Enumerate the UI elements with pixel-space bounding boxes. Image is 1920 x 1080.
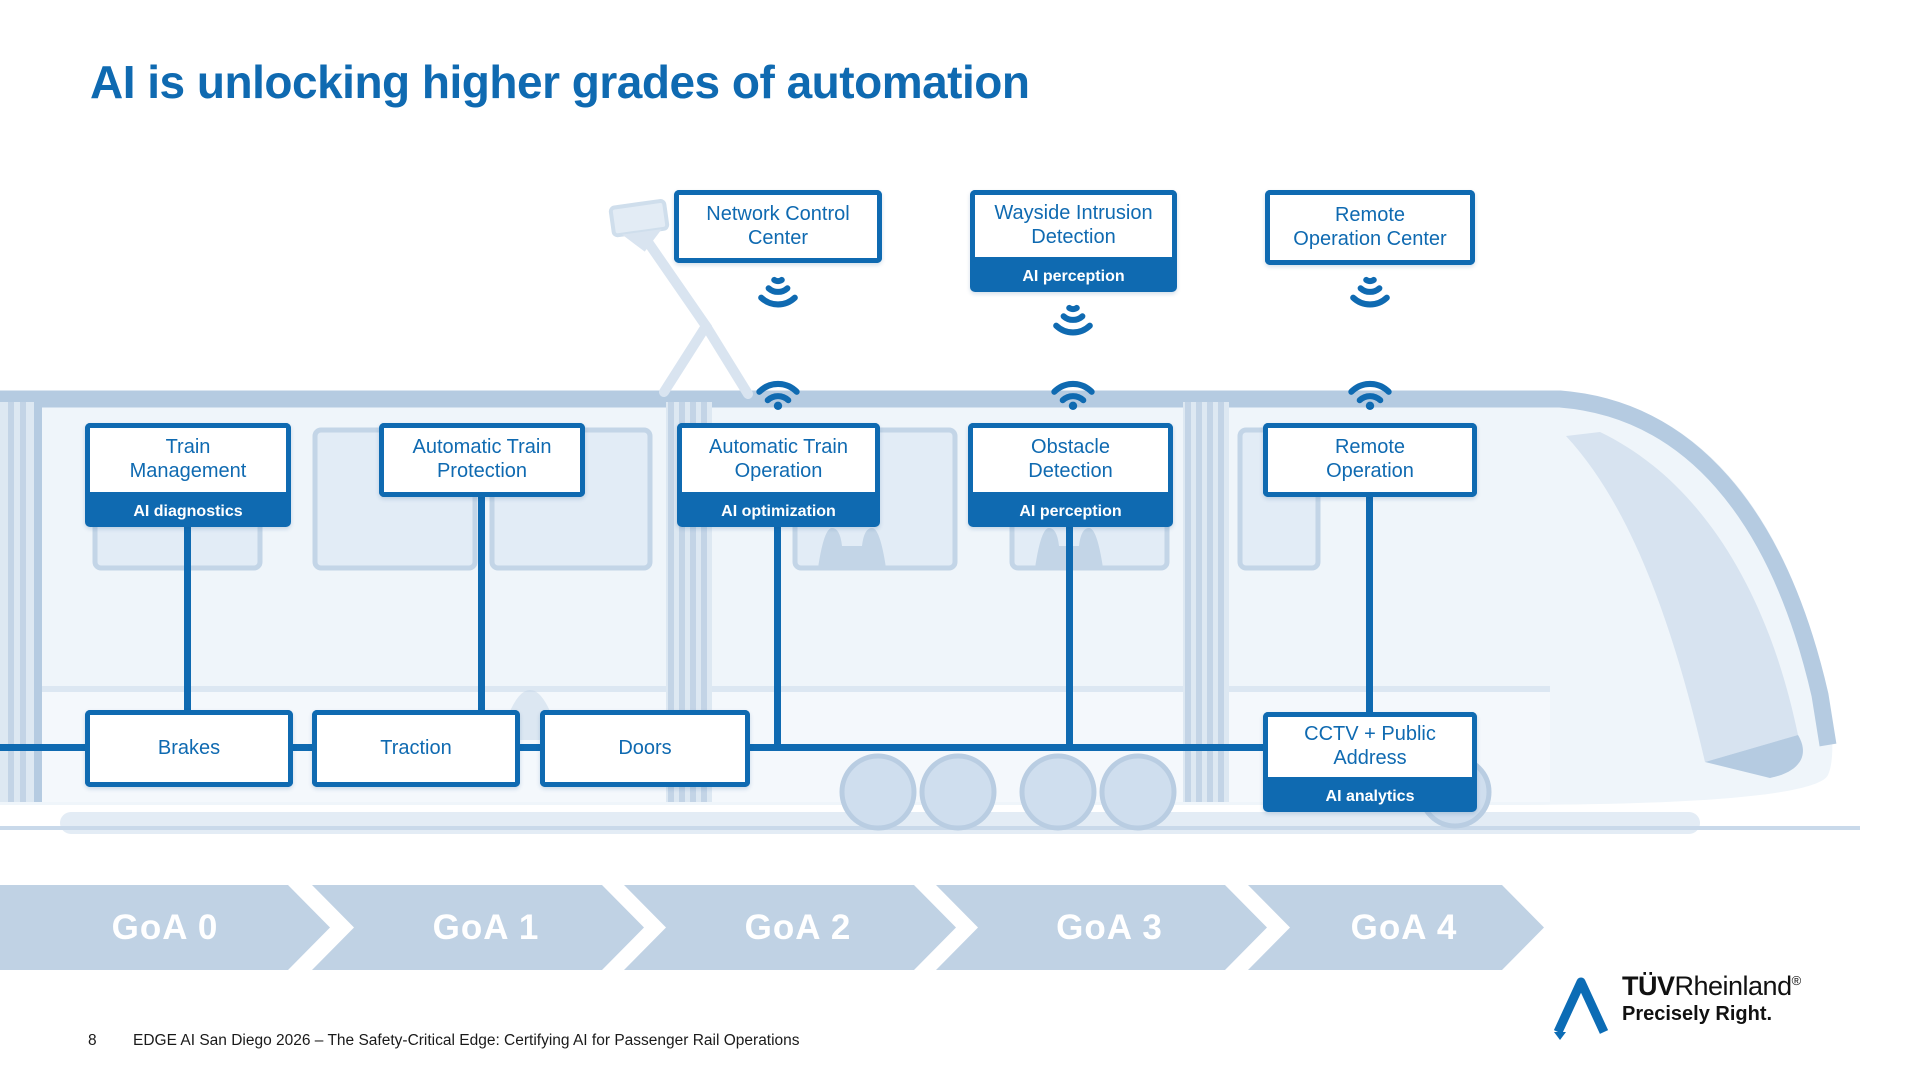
line-remote-operation-cctv	[1366, 494, 1373, 716]
ai-badge: AI perception	[1022, 268, 1125, 285]
box-doors: Doors	[540, 710, 750, 787]
box-label: Obstacle Detection	[968, 423, 1173, 497]
box-label: Remote Operation Center	[1265, 190, 1475, 265]
box-label: CCTV + Public Address	[1263, 712, 1477, 782]
wifi-up-icon	[756, 380, 800, 410]
tuv-triangle-icon	[1553, 977, 1609, 1040]
wifi-down-icon	[1350, 276, 1390, 308]
tuv-rheinland-logo: TÜVRheinland® Precisely Right.	[1550, 972, 1801, 1040]
box-label: Automatic Train Protection	[379, 423, 585, 497]
goa-chevron-2: GoA 2	[624, 885, 956, 970]
logo-tagline: Precisely Right.	[1622, 1003, 1773, 1026]
footer: 8 EDGE AI San Diego 2026 – The Safety-Cri…	[88, 1032, 800, 1050]
box-label: Automatic Train Operation	[677, 423, 880, 497]
ai-badge: AI diagnostics	[133, 503, 243, 520]
box-cctv-public-address: CCTV + Public Address AI analytics	[1263, 712, 1477, 812]
box-label: Brakes	[85, 710, 293, 787]
box-label: Network Control Center	[674, 190, 882, 263]
box-network-control-center: Network Control Center	[674, 190, 882, 263]
box-label: Remote Operation	[1263, 423, 1477, 497]
bus-line-doors-cctv	[749, 744, 1265, 751]
box-automatic-train-protection: Automatic Train Protection	[379, 423, 585, 497]
line-atp-traction	[478, 494, 485, 714]
box-remote-operation: Remote Operation	[1263, 423, 1477, 497]
slide-title: AI is unlocking higher grades of automat…	[90, 56, 1030, 108]
box-automatic-train-operation: Automatic Train Operation AI optimizatio…	[677, 423, 880, 527]
logo-wordmark: TÜVRheinland®	[1622, 971, 1801, 1001]
bus-line-brakes-traction	[292, 744, 314, 751]
ai-badge: AI optimization	[721, 503, 836, 520]
box-label: Wayside Intrusion Detection	[970, 190, 1177, 262]
box-traction: Traction	[312, 710, 520, 787]
box-remote-operation-center: Remote Operation Center	[1265, 190, 1475, 265]
ai-badge: AI analytics	[1325, 788, 1415, 805]
wifi-up-icon	[1348, 380, 1392, 410]
goa-chevron-3: GoA 3	[936, 885, 1267, 970]
wifi-up-icon	[1051, 380, 1095, 410]
line-obstacle-detection-bus	[1066, 524, 1073, 748]
box-train-management: Train Management AI diagnostics	[85, 423, 291, 527]
box-wayside-intrusion-detection: Wayside Intrusion Detection AI perceptio…	[970, 190, 1177, 292]
line-train-management-brakes	[184, 524, 191, 714]
wifi-down-icon	[758, 276, 798, 308]
line-ato-bus	[774, 524, 781, 748]
box-label: Train Management	[85, 423, 291, 497]
page-number: 8	[88, 1032, 97, 1049]
box-label: Traction	[312, 710, 520, 787]
box-brakes: Brakes	[85, 710, 293, 787]
box-obstacle-detection: Obstacle Detection AI perception	[968, 423, 1173, 527]
footer-text: EDGE AI San Diego 2026 – The Safety-Crit…	[133, 1032, 800, 1049]
ai-badge: AI perception	[1019, 503, 1122, 520]
bus-line-traction-doors	[519, 744, 542, 751]
wifi-down-icon	[1053, 304, 1093, 336]
goa-chevron-0: GoA 0	[0, 885, 330, 970]
box-label: Doors	[540, 710, 750, 787]
goa-chevron-4: GoA 4	[1248, 885, 1544, 970]
bus-line-left-edge	[0, 744, 85, 751]
goa-chevron-1: GoA 1	[312, 885, 644, 970]
